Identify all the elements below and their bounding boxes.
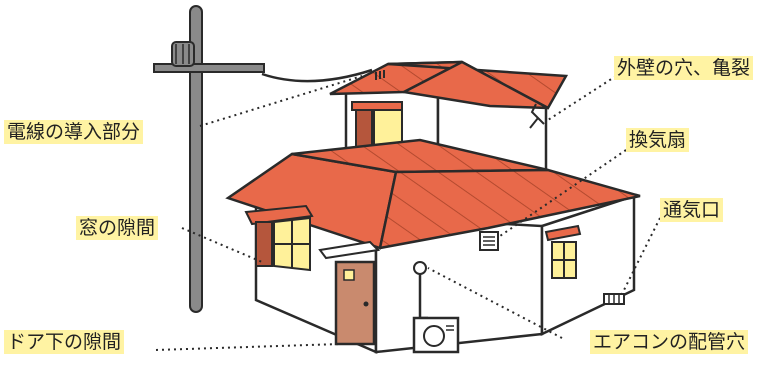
label-wall-cracks: 外壁の穴、亀裂 [614, 56, 753, 80]
label-vent: 通気口 [660, 198, 723, 222]
left-window [246, 206, 312, 270]
label-ac-pipe-hole: エアコンの配管穴 [590, 330, 748, 354]
label-door-gap: ドア下の隙間 [4, 330, 124, 354]
right-window [546, 226, 580, 278]
exhaust-fan-icon [480, 232, 498, 250]
vent-grille-icon [604, 294, 624, 304]
leader-door-gap [156, 344, 340, 350]
leader-wire-entry [200, 76, 362, 126]
label-window-gap: 窓の隙間 [76, 216, 158, 240]
utility-pole [154, 6, 264, 312]
label-exhaust-fan: 換気扇 [626, 128, 689, 152]
label-wire-entry: 電線の導入部分 [4, 120, 143, 144]
